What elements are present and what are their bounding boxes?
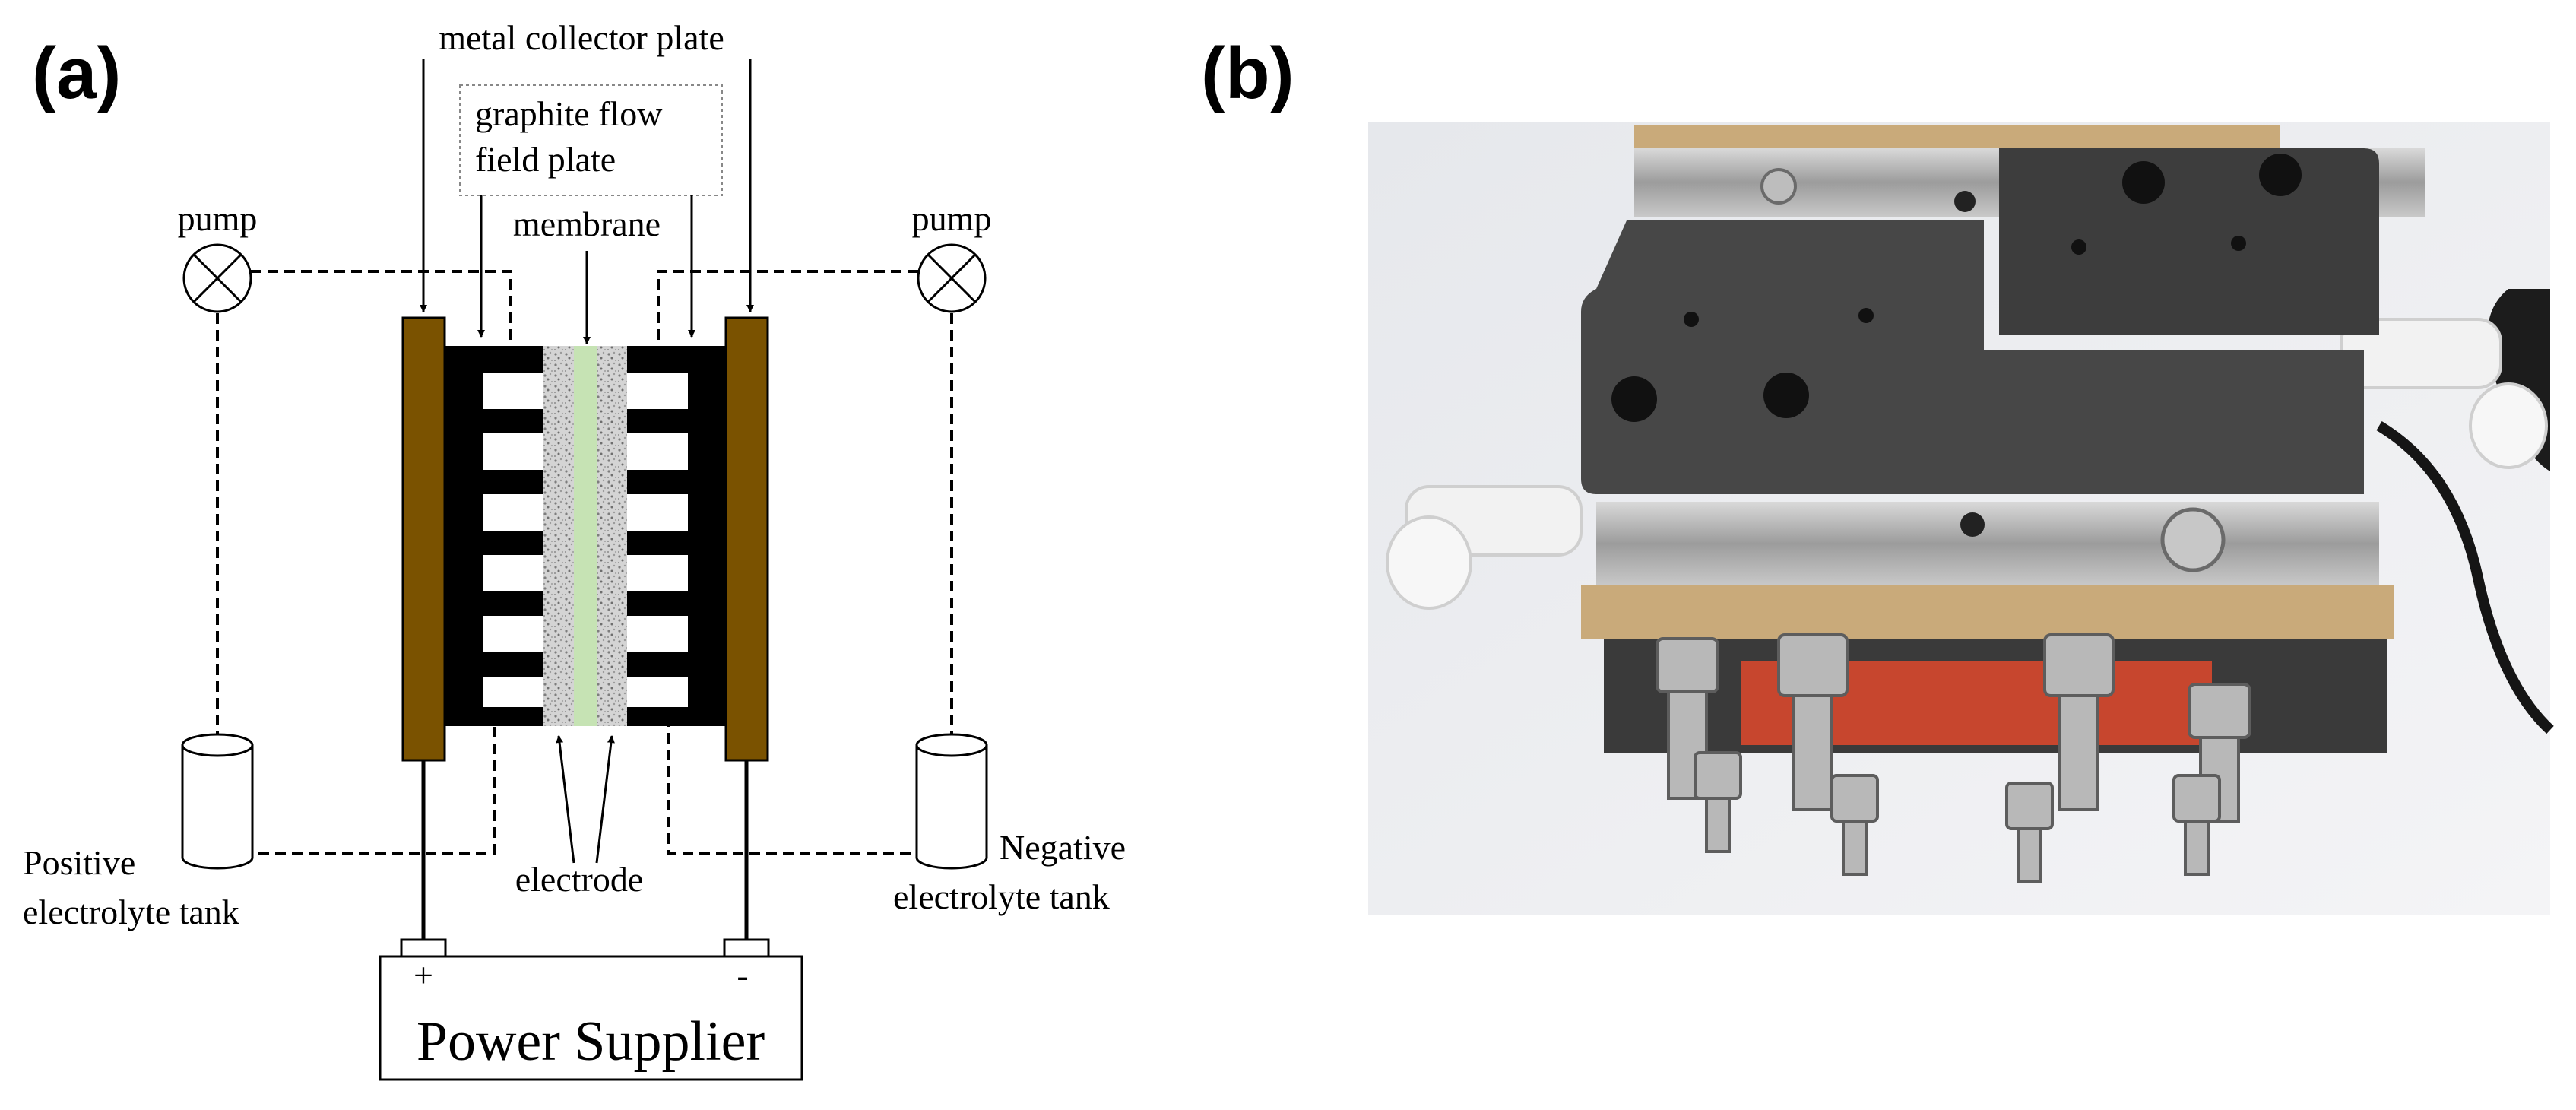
flow-channels-right [627, 373, 688, 707]
pump-right-label: pump [912, 199, 992, 238]
pump-left-label: pump [178, 199, 258, 238]
metal-collector-plate-label: metal collector plate [439, 18, 724, 57]
flow-field-plate-left [445, 346, 543, 726]
pump-icon [917, 243, 987, 313]
electrolyte-lines [216, 270, 953, 855]
collector-plate-right [724, 316, 769, 762]
block-holes [1611, 154, 2302, 422]
negative-terminal [723, 938, 770, 958]
cell-photo [1368, 122, 2554, 915]
electrode-arrow-right [595, 735, 615, 864]
graphite-block-lower [1581, 220, 2364, 494]
cable [2376, 420, 2554, 734]
graphite-block-upper [1999, 148, 2379, 335]
electrode-left [543, 346, 574, 726]
positive-tank-label-line1: Positive [23, 843, 135, 882]
hole-top [1954, 191, 1976, 212]
graphite-label-line2: field plate [475, 140, 616, 179]
electrode-label: electrode [515, 860, 644, 899]
membrane-label: membrane [513, 205, 661, 243]
bolts [1656, 633, 2251, 883]
steel-plate-bottom [1596, 502, 2379, 585]
panel-b-label: (b) [1201, 33, 1294, 114]
tank-icon [915, 733, 988, 870]
membrane-layer [574, 346, 597, 726]
positive-tank-label-line2: electrolyte tank [23, 893, 239, 931]
flow-battery-schematic: metal collector plate graphite flow fiel… [23, 18, 1126, 1081]
panel-a-label: (a) [32, 33, 122, 114]
screw-top [1760, 168, 1797, 205]
negative-tank-label-line2: electrolyte tank [893, 877, 1110, 916]
graphite-label-line1: graphite flow [475, 94, 663, 133]
flow-field-plate-right [627, 346, 726, 726]
tube-fitting-right [2340, 318, 2548, 469]
plus-terminal-label: + [413, 956, 433, 994]
tank-icon [181, 733, 254, 870]
positive-terminal [400, 938, 447, 958]
power-supplier-box [379, 955, 803, 1081]
hole-bottom [1960, 512, 1985, 537]
power-supplier-label: Power Supplier [417, 1010, 765, 1073]
electrode-arrow-left [556, 735, 575, 864]
cell-stack [401, 316, 769, 762]
pump-icon [182, 243, 252, 313]
tan-end-plate-bottom [1581, 585, 2394, 639]
collector-plate-left [401, 316, 446, 762]
graphite-label-box [459, 84, 723, 196]
electrode-right [597, 346, 627, 726]
negative-tank-label-line1: Negative [1000, 828, 1126, 867]
tube-fitting-left [1386, 485, 1583, 610]
minus-terminal-label: - [737, 956, 748, 994]
screw-bottom [2160, 507, 2226, 572]
flow-channels-left [483, 373, 543, 707]
